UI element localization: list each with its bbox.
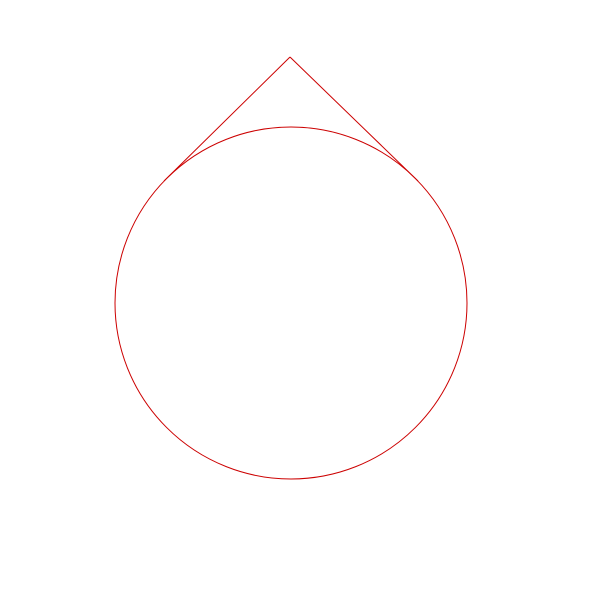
tangent-line-right [289,56,419,182]
tangent-line-left [163,56,291,182]
circle [114,126,468,480]
